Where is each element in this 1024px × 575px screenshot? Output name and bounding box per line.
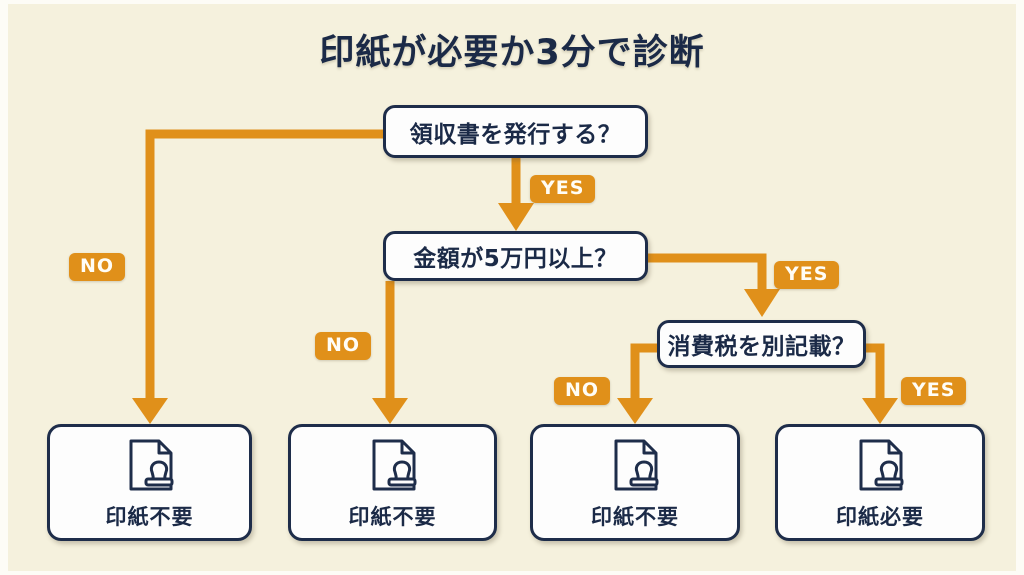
- edge-label-d1-yes: YES: [530, 175, 596, 203]
- result-node-4-label: 印紙必要: [836, 504, 924, 529]
- arrowhead-d3-yes: [862, 398, 898, 424]
- decision-node-amount-label: 金額が5万円以上？: [413, 246, 618, 272]
- edge-label-d2-yes: YES: [774, 261, 840, 289]
- result-node-2-label: 印紙不要: [348, 504, 437, 529]
- decision-node-receipt[interactable]: 領収書を発行する？: [383, 105, 648, 158]
- result-node-3[interactable]: 印紙不要: [530, 424, 740, 541]
- document-stamp-icon: [129, 439, 173, 490]
- edge-label-d1-no: NO: [69, 253, 126, 281]
- page-edge-bottom: [0, 571, 1024, 575]
- arrowhead-d2-yes: [744, 289, 780, 317]
- arrowhead-d2-no: [372, 398, 408, 424]
- arrowhead-d1-yes: [498, 203, 534, 231]
- decision-node-receipt-label: 領収書を発行する？: [409, 121, 622, 148]
- edge-d3-no: [630, 343, 657, 400]
- edge-label-d3-yes: YES: [901, 377, 967, 405]
- document-stamp-icon: [372, 439, 416, 490]
- page-edge-right: [1016, 0, 1024, 575]
- decision-node-tax-label: 消費税を別記載？: [667, 334, 856, 360]
- result-node-2[interactable]: 印紙不要: [288, 424, 497, 541]
- result-node-1[interactable]: 印紙不要: [47, 424, 252, 541]
- edge-d1-no: [145, 129, 383, 400]
- edge-d3-yes: [866, 343, 885, 400]
- result-node-1-label: 印紙不要: [105, 504, 194, 529]
- edge-d2-yes: [648, 253, 767, 292]
- edge-label-d3-no: NO: [554, 377, 611, 405]
- document-stamp-icon: [614, 439, 659, 490]
- result-node-4[interactable]: 印紙必要: [775, 424, 985, 541]
- decision-node-tax[interactable]: 消費税を別記載？: [657, 320, 866, 368]
- page-edge-left: [0, 0, 8, 575]
- page-title: 印紙が必要か3分で診断: [319, 33, 705, 73]
- page-edge-top: [0, 0, 1024, 4]
- edge-label-d2-no: NO: [315, 332, 372, 360]
- document-stamp-icon: [859, 439, 904, 490]
- decision-node-amount[interactable]: 金額が5万円以上？: [383, 231, 648, 281]
- result-node-3-label: 印紙不要: [591, 504, 679, 529]
- arrowhead-d1-no: [132, 398, 168, 424]
- arrowhead-d3-no: [617, 398, 653, 424]
